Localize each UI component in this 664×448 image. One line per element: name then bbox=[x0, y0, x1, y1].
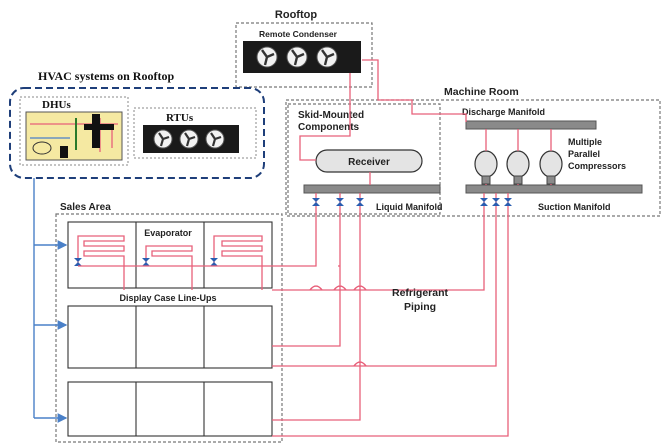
discharge-manifold bbox=[465, 120, 597, 130]
hvac-air-supply bbox=[33, 178, 68, 423]
fan-icon bbox=[205, 129, 225, 149]
fan-icon bbox=[179, 129, 199, 149]
fan-icon bbox=[286, 46, 308, 68]
components-label: Components bbox=[298, 122, 360, 133]
remote-condenser bbox=[243, 41, 361, 73]
compressor bbox=[474, 150, 498, 185]
discharge-manifold-label: Discharge Manifold bbox=[462, 107, 545, 117]
rooftop-label: Rooftop bbox=[275, 9, 317, 21]
remote-condenser-label: Remote Condenser bbox=[259, 29, 338, 39]
fan-icon bbox=[256, 46, 278, 68]
skid-mounted-label: Skid-Mounted bbox=[298, 110, 364, 121]
rtu-area bbox=[133, 107, 257, 159]
receiver-label: Receiver bbox=[348, 157, 390, 168]
expansion-valves bbox=[74, 258, 218, 266]
sales-area bbox=[55, 213, 283, 443]
evaporator-label: Evaporator bbox=[144, 228, 192, 238]
receiver bbox=[315, 149, 423, 173]
compressors-label-2: Parallel bbox=[568, 149, 600, 159]
compressor bbox=[506, 150, 530, 185]
suction-manifold-valves bbox=[480, 198, 512, 206]
sales-area-label: Sales Area bbox=[60, 202, 111, 213]
hvac-title: HVAC systems on Rooftop bbox=[38, 69, 174, 83]
compressors-label-3: Compressors bbox=[568, 161, 626, 171]
compressors-label-1: Multiple bbox=[568, 137, 602, 147]
fan-icon bbox=[316, 46, 338, 68]
refrigerant-piping-label-2: Piping bbox=[404, 301, 436, 313]
machine-room-label: Machine Room bbox=[444, 86, 519, 98]
rtu-unit bbox=[143, 125, 239, 153]
dhu-area bbox=[19, 96, 129, 166]
dhu-label: DHUs bbox=[42, 99, 71, 111]
evaporator-coils bbox=[77, 235, 263, 264]
display-case-row-2 bbox=[67, 305, 273, 369]
rtu-label: RTUs bbox=[166, 112, 194, 124]
display-case-row-1 bbox=[67, 221, 273, 289]
refrigerant-piping-label-1: Refrigerant bbox=[392, 287, 449, 299]
suction-manifold-label: Suction Manifold bbox=[538, 202, 611, 212]
display-case-lineups-label: Display Case Line-Ups bbox=[119, 293, 216, 303]
hvac-group-border bbox=[9, 87, 265, 179]
compressors bbox=[474, 150, 563, 185]
liquid-manifold-label: Liquid Manifold bbox=[376, 202, 443, 212]
refrigerant-piping bbox=[78, 59, 552, 437]
rooftop-area bbox=[235, 22, 373, 88]
fan-icon bbox=[153, 129, 173, 149]
liquid-manifold-valves bbox=[312, 198, 364, 206]
liquid-manifold bbox=[303, 184, 441, 194]
compressor bbox=[539, 150, 563, 185]
display-case-row-3 bbox=[67, 381, 273, 437]
suction-manifold bbox=[465, 184, 643, 194]
skid-area bbox=[287, 103, 441, 215]
machine-room-area bbox=[285, 99, 661, 217]
dhu-unit bbox=[25, 111, 123, 161]
